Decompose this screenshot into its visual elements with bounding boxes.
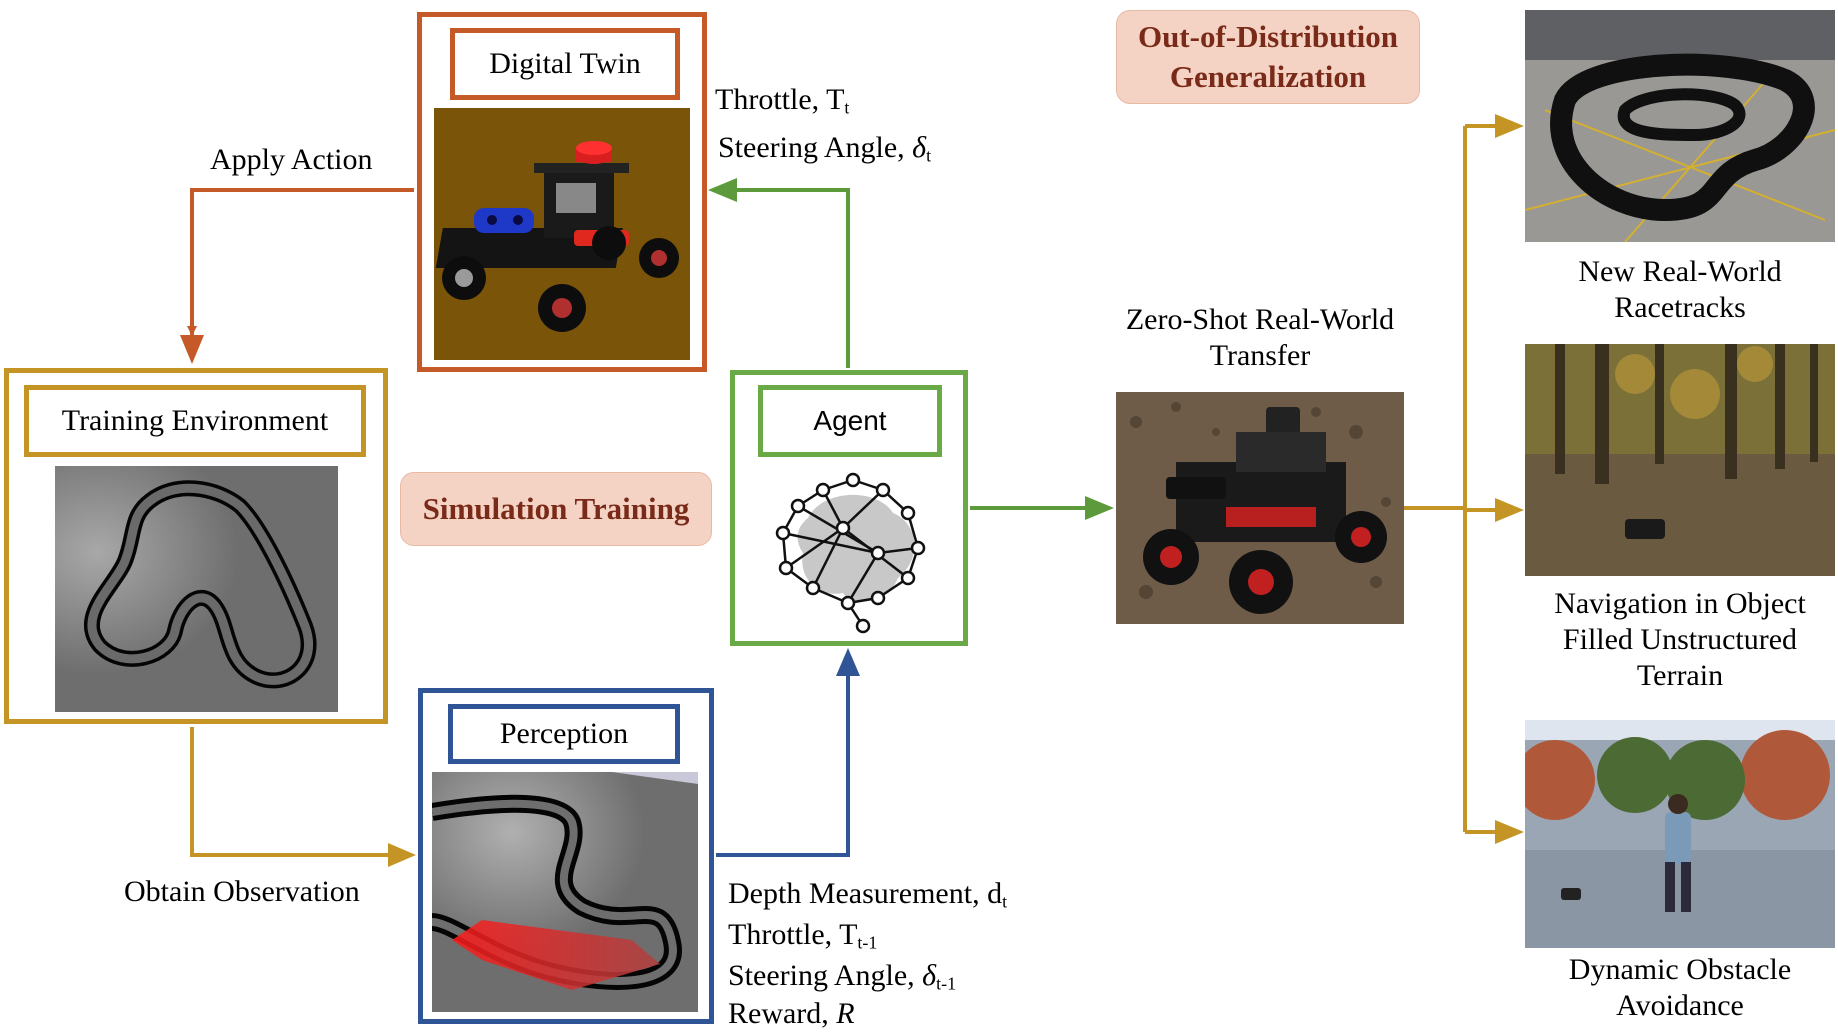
forest-terrain-icon (1525, 344, 1835, 576)
agent-brain-icon (758, 468, 942, 634)
transfer-arrow (1085, 496, 1114, 520)
perception-label: Perception (448, 704, 680, 764)
training-environment-label: Training Environment (24, 385, 366, 457)
ood-line-2: Generalization (1169, 59, 1367, 94)
warehouse-track-icon (1525, 10, 1835, 242)
ood-line-1: Out-of-Distribution (1137, 18, 1399, 54)
result-racetracks-label: New Real-World Racetracks (1578, 255, 1782, 324)
result-terrain-label: Navigation in Object Filled Unstructured… (1554, 587, 1806, 692)
perception-box (418, 688, 714, 1024)
obs-steering-label: Steering Angle, δt-1 (728, 959, 957, 994)
obstacle-photo (1525, 720, 1835, 948)
forest-photo (1525, 344, 1835, 576)
action-steering-label: Steering Angle, δt (718, 131, 932, 166)
agent-box (730, 370, 968, 646)
digital-twin-label: Digital Twin (450, 28, 680, 100)
obs-reward-label: Reward, R (728, 997, 855, 1030)
obtain-observation-label: Obtain Observation (124, 875, 360, 908)
training-track-render (55, 466, 338, 712)
person-obstacle-icon (1525, 720, 1835, 948)
obtain-observation-arrow (388, 843, 416, 867)
apply-action-label: Apply Action (210, 143, 373, 176)
obs-depth-label: Depth Measurement, dt (728, 877, 1008, 912)
depth-view-icon (432, 772, 698, 1012)
racetrack-photo (1525, 10, 1835, 242)
training-environment-box (4, 368, 388, 724)
apply-action-arrow (187, 188, 414, 336)
branch-arrow-racetracks (1495, 114, 1524, 138)
real-car-photo (1116, 392, 1404, 624)
observation-arrow (836, 648, 860, 676)
zero-shot-label: Zero-Shot Real-World Transfer (1125, 303, 1395, 372)
perception-depth-render (432, 772, 698, 1012)
car-model-icon (434, 108, 690, 360)
result-obstacle-label: Dynamic Obstacle Avoidance (1568, 953, 1792, 1022)
simulation-training-badge: Simulation Training (400, 472, 712, 546)
obs-throttle-label: Throttle, Tt-1 (728, 918, 878, 953)
neural-network-brain-icon (775, 472, 926, 634)
agent-label: Agent (758, 385, 942, 457)
ood-generalization-badge: Out-of-Distribution Generalization (1116, 10, 1420, 104)
action-throttle-label: Throttle, Tt (715, 83, 850, 118)
action-arrow (708, 178, 737, 202)
digital-twin-box (417, 12, 707, 372)
branch-arrow-obstacle (1495, 820, 1524, 844)
real-car-icon (1116, 392, 1404, 624)
branch-arrow-terrain (1495, 498, 1524, 522)
digital-twin-render (434, 108, 690, 360)
race-track-icon (55, 466, 338, 712)
